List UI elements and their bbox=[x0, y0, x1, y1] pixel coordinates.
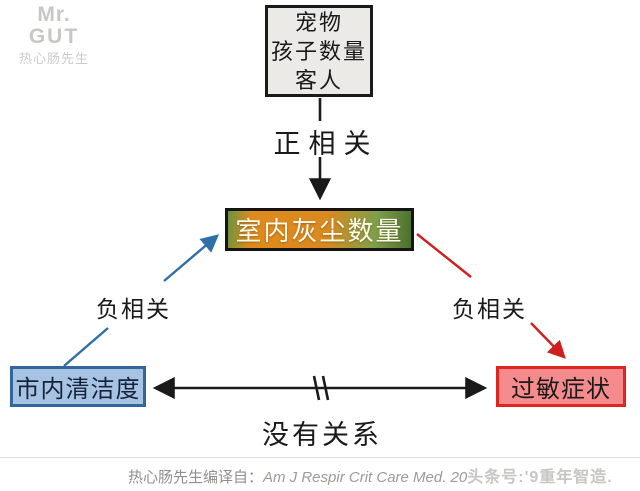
node-causes-line-children: 孩子数量 bbox=[270, 38, 367, 64]
node-indoor-dust: 室内灰尘数量 bbox=[225, 208, 414, 251]
toutiao-watermark: 头条号:'9重年智造. bbox=[467, 469, 613, 486]
negative-correlation-left-arrow bbox=[63, 234, 220, 367]
logo-line-gut: GUT bbox=[28, 25, 80, 48]
footer-divider bbox=[0, 457, 640, 458]
node-cleanliness: 市内清洁度 bbox=[10, 366, 146, 407]
footer-citation: 热心肠先生编译自：Am J Respir Crit Care Med. 20头条… bbox=[128, 463, 613, 487]
negative-correlation-right-arrow bbox=[416, 233, 566, 359]
no-relationship-connector bbox=[152, 375, 488, 401]
label-positive-correlation: 正相关 bbox=[273, 129, 379, 159]
label-negative-correlation-right: 负相关 bbox=[452, 296, 527, 322]
mr-gut-logo: Mr. GUT 热心肠先生 bbox=[8, 4, 100, 65]
node-causes: 宠物 孩子数量 客人 bbox=[265, 5, 373, 97]
label-no-relationship: 没有关系 bbox=[262, 420, 382, 450]
logo-line-chinese: 热心肠先生 bbox=[18, 51, 89, 66]
citation-journal: Am J Respir Crit Care Med. 20 bbox=[263, 469, 468, 486]
logo-line-mr: Mr. bbox=[37, 3, 71, 26]
node-causes-line-guests: 客人 bbox=[294, 67, 343, 93]
label-negative-correlation-left: 负相关 bbox=[96, 296, 171, 322]
citation-prefix: 热心肠先生编译自： bbox=[128, 469, 264, 486]
node-allergy-symptoms: 过敏症状 bbox=[496, 366, 626, 407]
node-causes-line-pets: 宠物 bbox=[294, 9, 343, 35]
